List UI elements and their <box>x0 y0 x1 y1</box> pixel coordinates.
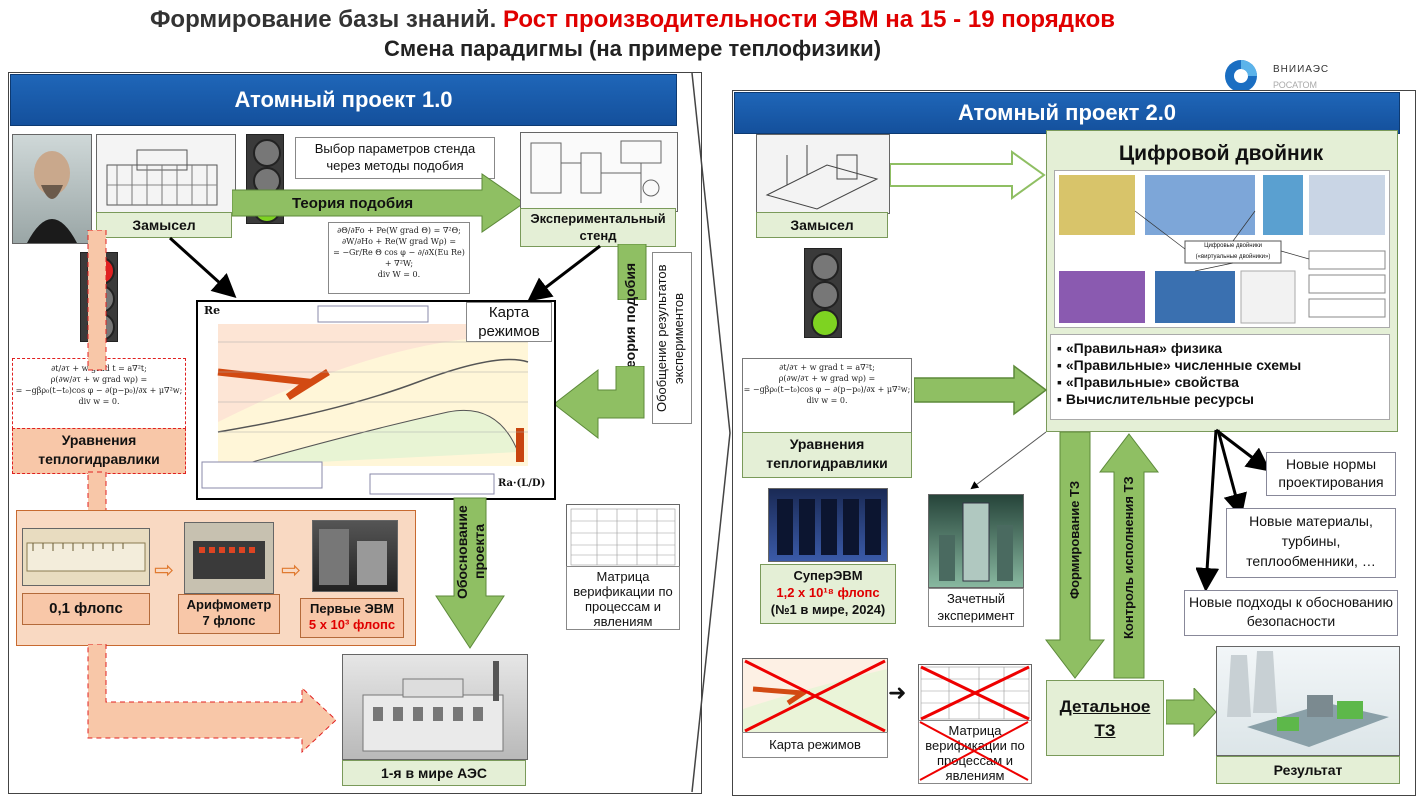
matrix-label-cross <box>919 721 1029 781</box>
hollow-arrow-to-twin-1 <box>890 150 1046 200</box>
bullet-2: ▪ «Правильные» численные схемы <box>1057 357 1302 373</box>
experimental-stand-label: Экспериментальный стенд <box>520 208 676 247</box>
new-approaches-box: Новые подходы к обоснованию безопасности <box>1184 590 1398 636</box>
page-title: Формирование базы знаний. Рост производи… <box>0 6 1265 34</box>
slide-rule-image <box>22 528 150 586</box>
traffic-light-green-right <box>804 248 842 338</box>
left-header: Атомный проект 1.0 <box>10 74 677 126</box>
regime-map-label-left: Карта режимов <box>466 302 552 342</box>
test-experiment-photo <box>928 494 1024 588</box>
result-plant-render <box>1216 646 1400 756</box>
zamysel-label-left: Замысел <box>96 212 232 238</box>
justification-label: Обоснование проекта <box>454 505 487 599</box>
zamysel-label-right: Замысел <box>756 212 888 238</box>
supercomputer-label: СуперЭВМ 1,2 x 10¹⁸ флопс (№1 в мире, 20… <box>760 564 896 624</box>
bullet-4: ▪ Вычислительные ресурсы <box>1057 391 1255 407</box>
hollow-arrow-to-experiment <box>970 431 1047 490</box>
detailed-tz-box: Детальное ТЗ <box>1046 680 1164 756</box>
arrow-orange-1-icon: ⇨ <box>154 557 175 584</box>
supercomputer-photo <box>768 488 888 562</box>
lamp-green-icon <box>811 309 839 337</box>
plant-sketch-right <box>756 134 890 214</box>
first-npp-photo <box>342 654 528 760</box>
flops-01-label: 0,1 флопс <box>22 593 150 625</box>
red-dashed-arrow-to-npp <box>87 644 337 754</box>
arrow-to-result <box>1166 688 1217 738</box>
bullet-1: ▪ «Правильная» физика <box>1057 340 1223 356</box>
equations-label-left: Уравнения теплогидравлики <box>12 428 186 474</box>
regime-map-label-right: Карта режимов <box>742 732 888 758</box>
arithmometer-flops: 7 флопс <box>202 613 256 628</box>
super-evm-rank: (№1 в мире, 2024) <box>770 602 886 617</box>
similarity-theory-label: Теория подобия <box>292 195 414 212</box>
red-dashed-connector <box>87 230 107 513</box>
arrow-orange-2-icon: ⇨ <box>281 557 302 584</box>
arithmometer-image <box>184 522 274 594</box>
regime-map-crossed <box>742 658 888 734</box>
generalization-box: Обобщение результатов экспериментов <box>652 252 692 424</box>
title-part2: Рост производительности ЭВМ на 15 - 19 п… <box>502 6 1116 33</box>
super-evm-name: СуперЭВМ <box>793 568 863 583</box>
test-experiment-label: Зачетный эксперимент <box>928 588 1024 627</box>
first-npp-label: 1-я в мире АЭС <box>342 760 526 786</box>
arrows-to-outcomes <box>1196 428 1271 592</box>
first-evm-image <box>312 520 398 592</box>
bullet-3: ▪ «Правильные» свойства <box>1057 374 1239 390</box>
digital-twin-title: Цифровой двойник <box>1118 142 1324 165</box>
panel-chevron <box>691 72 731 793</box>
logo-sub: РОСАТОМ <box>1273 80 1317 90</box>
choice-params-box: Выбор параметров стенда через методы под… <box>295 137 495 179</box>
new-materials-box: Новые материалы, турбины, теплообменники… <box>1226 508 1396 578</box>
result-label: Результат <box>1216 756 1400 784</box>
lamp-off-icon <box>811 281 839 309</box>
conservation-formula: ∂Θ/∂Fo + Pe(W grad Θ) = ∇²Θ;∂W/∂Ho + Re(… <box>328 222 470 294</box>
equations-formula-right: ∂t/∂τ + w grad t = a∇²t;ρ(∂w/∂τ + w grad… <box>742 358 912 433</box>
digital-twin-infographic: Цифровые двойники («виртуальные двойники… <box>1054 170 1390 328</box>
logo-text: ВНИИАЭС <box>1273 64 1330 75</box>
right-header: Атомный проект 2.0 <box>734 92 1400 134</box>
twin-center-caption: Цифровые двойники («виртуальные двойники… <box>1195 243 1271 260</box>
rosatom-logo-icon <box>1225 60 1257 92</box>
arrows-to-chart <box>168 236 601 302</box>
title-part1: Формирование базы знаний. <box>149 6 497 33</box>
arrow-down-similarity <box>617 244 647 300</box>
lamp-off-icon <box>253 139 281 167</box>
matrix-crossed <box>918 664 1032 722</box>
arrow-right-similarity <box>232 173 525 233</box>
stand-drawing <box>520 132 678 212</box>
new-norms-box: Новые нормы проектирования <box>1266 452 1396 496</box>
arrow-control-tz <box>1098 433 1160 679</box>
first-evm-label: Первые ЭВМ 5 x 10³ флопс <box>300 598 404 638</box>
formation-tz-label: Формирование ТЗ <box>1067 480 1082 600</box>
matrix-label-left: Матрица верификации по процессам и явлен… <box>566 566 680 630</box>
kurchatov-portrait <box>12 134 92 244</box>
control-tz-label: Контроль исполнения ТЗ <box>1121 476 1136 640</box>
page-subtitle: Смена парадигмы (на примере теплофизики) <box>383 36 882 61</box>
arrow-map-to-matrix-icon: ➜ <box>888 680 907 705</box>
arrow-formation-tz <box>1044 432 1106 679</box>
first-evm-flops: 5 x 10³ флопс <box>308 617 396 632</box>
hollow-arrow-to-twin-2 <box>914 364 1048 416</box>
arithmometer-name: Арифмометр <box>186 597 272 612</box>
arrow-down-justification <box>435 497 505 649</box>
first-evm-name: Первые ЭВМ <box>310 601 394 616</box>
arrow-left-to-chart <box>553 366 645 440</box>
equations-label-right: Уравнения теплогидравлики <box>742 432 912 478</box>
building-sketch <box>96 134 236 216</box>
twin-bullets: ▪ «Правильная» физика ▪ «Правильные» чис… <box>1050 334 1390 420</box>
vniiaes-logo: ВНИИАЭС РОСАТОМ <box>1215 58 1335 94</box>
super-evm-flops: 1,2 x 10¹⁸ флопс <box>776 585 880 600</box>
lamp-off-icon <box>811 253 839 281</box>
chart-y-axis-label: Re <box>204 304 221 317</box>
chart-x-axis-label: Ra·(L/D) <box>498 478 546 489</box>
matrix-table-image-left <box>566 504 680 570</box>
arithmometer-label: Арифмометр 7 флопс <box>178 594 280 634</box>
